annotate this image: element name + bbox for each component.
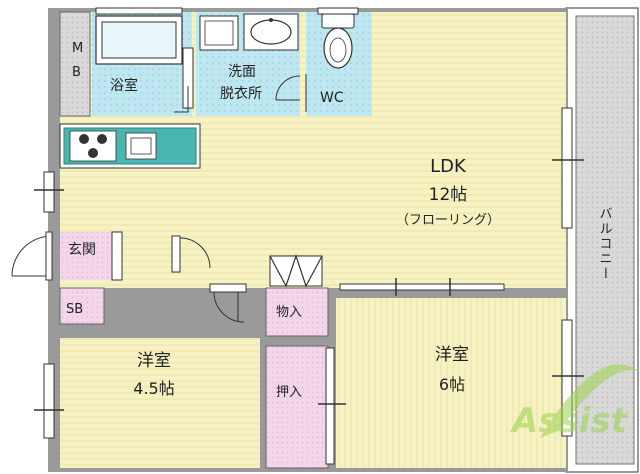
shoe-box-label: SB bbox=[66, 302, 83, 317]
ldk-label: LDK bbox=[430, 156, 467, 177]
kitchen-counter bbox=[59, 123, 201, 169]
closet-label: 押入 bbox=[276, 385, 302, 400]
entrance-label: 玄関 bbox=[68, 241, 96, 258]
washroom-door[interactable] bbox=[275, 75, 301, 101]
window-left-room bbox=[34, 363, 64, 439]
meter-box-label-2: B bbox=[72, 65, 81, 80]
storage bbox=[265, 287, 329, 337]
western-room-left bbox=[60, 338, 260, 468]
washbasin-icon bbox=[199, 13, 299, 51]
window-left-kitchen bbox=[34, 171, 64, 213]
window-bath bbox=[95, 7, 183, 15]
entrance-floor bbox=[60, 232, 112, 280]
window-right-room bbox=[552, 319, 584, 437]
meter-box-label-1: M bbox=[72, 41, 83, 56]
shoe-box bbox=[59, 287, 105, 325]
western-left-size: 4.5帖 bbox=[133, 379, 174, 398]
shoe-rack bbox=[111, 231, 123, 281]
storage-label: 物入 bbox=[276, 305, 302, 320]
window-ldk-right bbox=[552, 107, 584, 229]
western-left-label: 洋室 bbox=[137, 351, 171, 371]
western-right-label: 洋室 bbox=[435, 345, 469, 365]
bath-label: 浴室 bbox=[110, 77, 138, 94]
bathtub-icon bbox=[95, 15, 194, 109]
western-left-door[interactable] bbox=[209, 283, 247, 323]
entrance-door[interactable] bbox=[11, 231, 53, 281]
closet-door[interactable] bbox=[318, 347, 346, 465]
assist-watermark-logo: Assist bbox=[509, 364, 640, 441]
balcony-label: バルコニー bbox=[597, 207, 613, 282]
storage-door-icon[interactable] bbox=[269, 254, 323, 288]
washroom-label-2: 脱衣所 bbox=[220, 86, 262, 102]
corridor-door[interactable] bbox=[171, 235, 211, 273]
toilet-icon bbox=[321, 13, 355, 69]
bath-door[interactable] bbox=[174, 86, 189, 113]
wc-label: WC bbox=[320, 90, 344, 106]
watermark-text: Assist bbox=[509, 401, 629, 441]
western-room-right bbox=[336, 298, 566, 468]
sliding-door-ldk[interactable] bbox=[339, 278, 505, 296]
ldk-size: 12帖 bbox=[429, 185, 468, 205]
closet bbox=[265, 345, 329, 469]
western-right-size: 6帖 bbox=[439, 375, 465, 394]
window-wc bbox=[317, 7, 359, 15]
meter-box bbox=[59, 11, 91, 117]
interior-wall bbox=[112, 296, 262, 338]
ldk-note: （フローリング） bbox=[396, 213, 500, 228]
washroom-label-1: 洗面 bbox=[228, 64, 256, 80]
